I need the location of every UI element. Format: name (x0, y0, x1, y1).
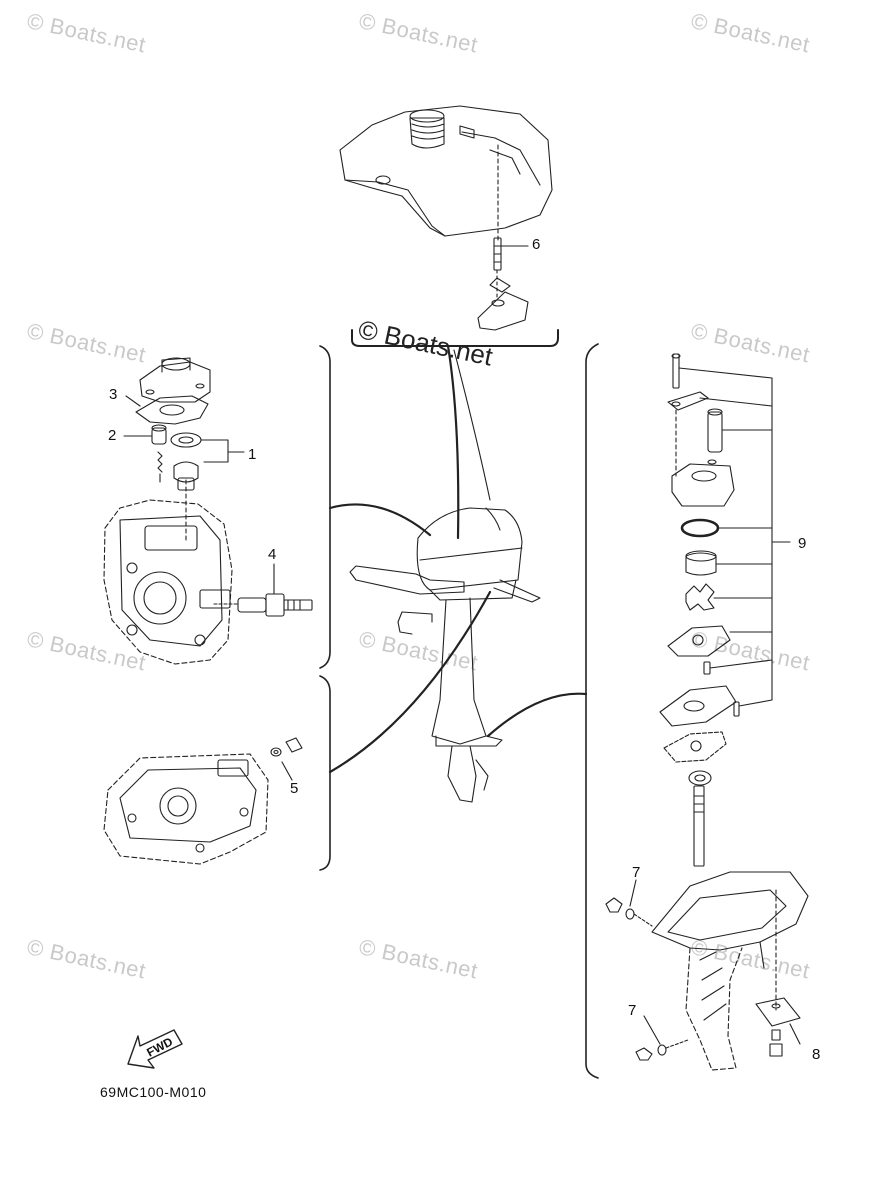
drawing-code: 69MC100-M010 (100, 1084, 207, 1100)
lower-unit-housing (651, 871, 809, 1071)
part-5-bolt-washer (270, 737, 303, 781)
crankcase (103, 753, 269, 865)
part-1-thermostat (157, 432, 245, 491)
part-7-plug-washer (605, 879, 689, 1061)
part-8-anode (755, 997, 801, 1057)
part-6-bolt (477, 237, 529, 331)
callout-5: 5 (290, 780, 299, 797)
cylinder-head (103, 479, 233, 665)
callout-9: 9 (798, 535, 807, 552)
callout-6: 6 (532, 236, 541, 253)
part-2-collar (123, 424, 167, 445)
callout-2: 2 (108, 427, 117, 444)
callout-7-lower: 7 (628, 1002, 637, 1019)
part-9-leader-lines (678, 367, 791, 707)
part-4-spark-plug (213, 563, 313, 617)
water-pump-parts (659, 353, 740, 867)
callout-7-upper: 7 (632, 864, 641, 881)
part-3-gasket (125, 395, 209, 425)
callout-8: 8 (812, 1046, 821, 1063)
callout-3: 3 (109, 386, 118, 403)
fwd-arrow-icon (127, 1029, 183, 1069)
callout-4: 4 (268, 546, 277, 563)
callout-1: 1 (248, 446, 257, 463)
thermostat-cover (139, 357, 211, 403)
outboard-motor (349, 507, 541, 803)
top-cowling (339, 105, 553, 241)
